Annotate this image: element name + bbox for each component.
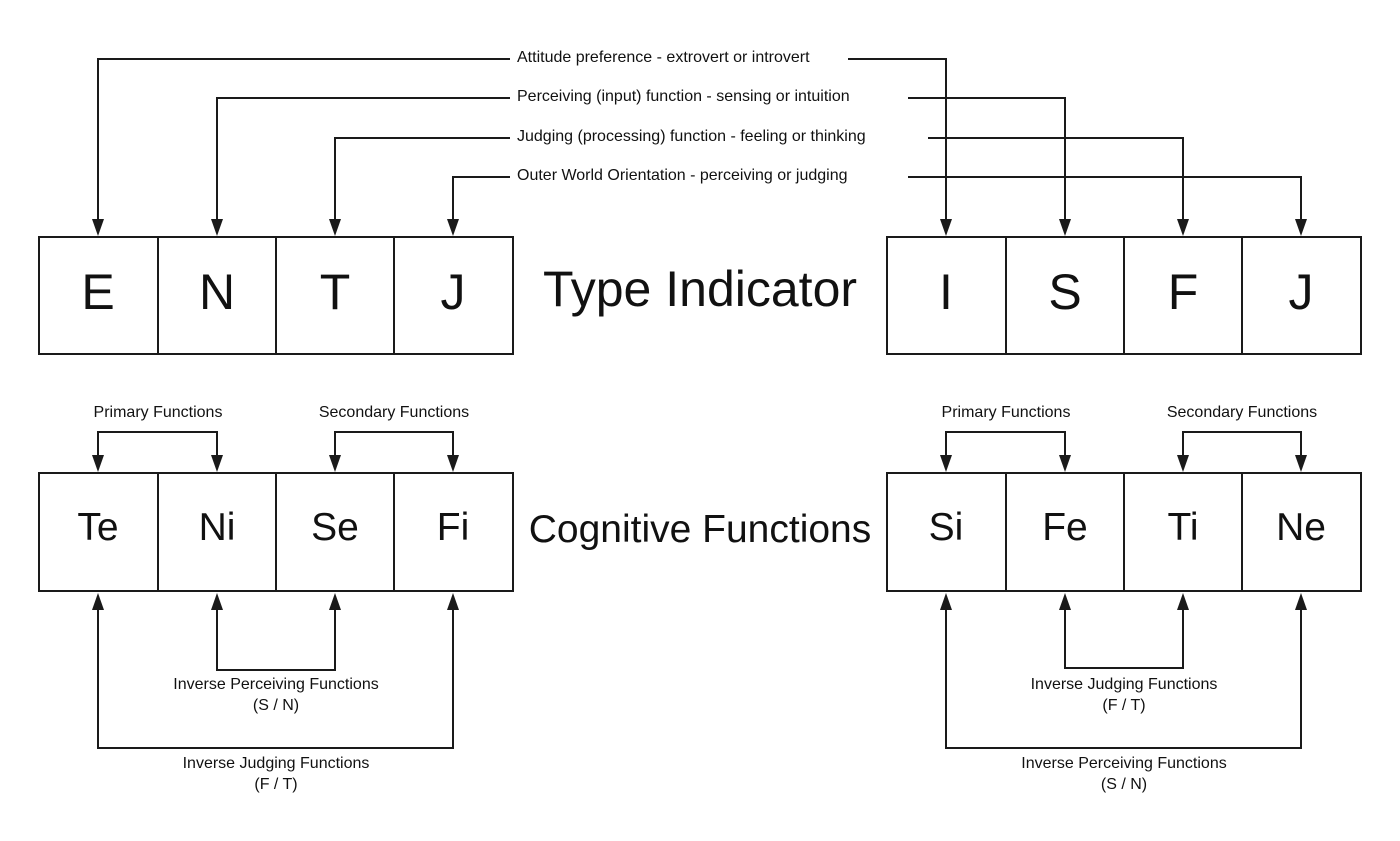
outer-bracket-sub-left: (F / T) [254, 776, 297, 793]
secondary-bracket-right [1182, 431, 1302, 461]
function-name: Te [77, 506, 118, 549]
cognitive-functions-left: Te Ni Se Fi [38, 472, 514, 592]
arrow-down-icon [447, 219, 459, 236]
secondary-bracket-left [334, 431, 454, 461]
type-letter: J [441, 264, 466, 320]
function-box [886, 472, 1007, 592]
arrow-up-icon [1295, 593, 1307, 610]
type-letter: S [1048, 264, 1081, 320]
arrow-up-icon [1177, 593, 1189, 610]
cognitive-functions-right: Si Fe Ti Ne [886, 472, 1362, 592]
arrow-down-icon [329, 219, 341, 236]
dimension-label-attitude: Attitude preference - extrovert or intro… [517, 49, 810, 66]
outer-bracket-right [945, 604, 1302, 749]
inner-bracket-sub-right: (F / T) [1102, 697, 1145, 714]
arrow-down-icon [1295, 219, 1307, 236]
outer-bracket-label-right: Inverse Perceiving Functions [1021, 755, 1226, 772]
arrow-down-icon [940, 455, 952, 472]
arrow-up-icon [1059, 593, 1071, 610]
secondary-functions-label-right: Secondary Functions [1167, 404, 1317, 421]
arrow-down-icon [940, 219, 952, 236]
primary-bracket-left [97, 431, 218, 461]
function-name: Si [929, 506, 964, 549]
primary-functions-label-left: Primary Functions [94, 404, 223, 421]
function-name: Ne [1276, 506, 1326, 549]
letter-box [1241, 236, 1362, 355]
arrow-down-icon [92, 219, 104, 236]
function-name: Ti [1167, 506, 1198, 549]
outer-bracket-sub-right: (S / N) [1101, 776, 1147, 793]
connector-perceiving [216, 97, 1066, 225]
cognitive-connectors-left [97, 431, 454, 749]
cognitive-functions-title: Cognitive Functions [529, 508, 872, 551]
arrow-down-icon [329, 455, 341, 472]
secondary-functions-label-left: Secondary Functions [319, 404, 469, 421]
letter-box [1005, 236, 1125, 355]
function-box [1005, 472, 1125, 592]
arrow-up-icon [329, 593, 341, 610]
arrow-down-icon [92, 455, 104, 472]
dimension-label-judging: Judging (processing) function - feeling … [517, 128, 866, 145]
arrow-up-icon [940, 593, 952, 610]
letter-box [393, 236, 514, 355]
inner-bracket-label-left: Inverse Perceiving Functions [173, 676, 378, 693]
function-box [393, 472, 514, 592]
cognitive-connectors-right [945, 431, 1302, 749]
function-box [1123, 472, 1243, 592]
letter-box [886, 236, 1007, 355]
dimension-label-orientation: Outer World Orientation - perceiving or … [517, 167, 848, 184]
dimension-label-perceiving: Perceiving (input) function - sensing or… [517, 88, 850, 105]
arrow-up-icon [92, 593, 104, 610]
function-box [38, 472, 159, 592]
type-indicator-left: E N T J [38, 236, 514, 355]
arrow-down-icon [1059, 455, 1071, 472]
function-name: Fi [437, 506, 470, 549]
arrow-down-icon [447, 455, 459, 472]
letter-box [38, 236, 159, 355]
letter-box [157, 236, 277, 355]
type-indicator-right: I S F J [886, 236, 1362, 355]
type-letter: E [81, 264, 114, 320]
letter-box [1123, 236, 1243, 355]
function-name: Ni [199, 506, 236, 549]
type-letter: T [320, 264, 351, 320]
outer-bracket-label-left: Inverse Judging Functions [183, 755, 370, 772]
arrow-down-icon [1177, 219, 1189, 236]
inner-bracket-sub-left: (S / N) [253, 697, 299, 714]
function-box [1241, 472, 1362, 592]
primary-functions-label-right: Primary Functions [942, 404, 1071, 421]
type-indicator-title: Type Indicator [543, 261, 857, 317]
primary-bracket-right [945, 431, 1066, 461]
arrow-down-icon [1295, 455, 1307, 472]
arrow-down-icon [1177, 455, 1189, 472]
arrow-down-icon [1059, 219, 1071, 236]
function-name: Se [311, 506, 359, 549]
arrowheads [92, 219, 1307, 610]
outer-bracket-left [97, 604, 454, 749]
arrow-down-icon [211, 455, 223, 472]
inner-bracket-left [216, 604, 336, 671]
type-letter: I [939, 264, 953, 320]
function-name: Fe [1042, 506, 1088, 549]
arrow-down-icon [211, 219, 223, 236]
inner-bracket-right [1064, 604, 1184, 669]
type-letter: F [1168, 264, 1199, 320]
dimension-labels: Attitude preference - extrovert or intro… [510, 46, 928, 190]
type-letter: N [199, 264, 235, 320]
function-box [157, 472, 277, 592]
type-letter: J [1289, 264, 1314, 320]
inner-bracket-label-right: Inverse Judging Functions [1031, 676, 1218, 693]
arrow-up-icon [447, 593, 459, 610]
arrow-up-icon [211, 593, 223, 610]
